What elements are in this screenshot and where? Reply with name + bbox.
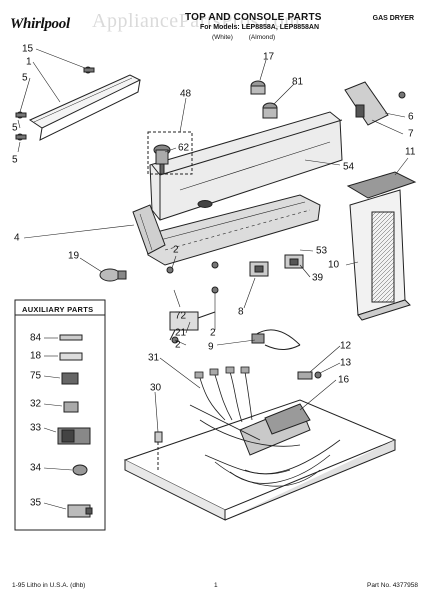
callout-number: 12 xyxy=(340,341,352,352)
callout-number: 31 xyxy=(148,353,160,364)
post-30 xyxy=(154,431,163,470)
harness-9 xyxy=(251,329,301,350)
callout-number: 39 xyxy=(312,273,324,284)
leader-lines xyxy=(17,48,409,433)
wiring-harness xyxy=(189,366,341,487)
aux-callout-number: 34 xyxy=(30,463,42,474)
callout-number: 2 xyxy=(173,245,179,256)
callout-number: 7 xyxy=(408,129,414,140)
appliance-type: GAS DRYER xyxy=(372,15,414,22)
callout-number: 72 xyxy=(175,311,187,322)
small-fasteners xyxy=(15,66,406,380)
callout-number: 5 xyxy=(12,123,18,134)
callout-number: 8 xyxy=(238,307,244,318)
aux-callout-number: 33 xyxy=(30,423,42,434)
callout-number: 13 xyxy=(340,358,352,369)
end-cap-left xyxy=(132,204,166,255)
callout-number: 9 xyxy=(208,342,214,353)
console-panel xyxy=(149,111,343,221)
variant-white: (White) xyxy=(212,34,233,41)
aux-callout-number: 18 xyxy=(30,351,42,362)
callout-number: 17 xyxy=(263,52,275,63)
callout-number: 48 xyxy=(180,89,192,100)
aux-callout-number: 84 xyxy=(30,333,42,344)
aux-callout-number: 32 xyxy=(30,399,42,410)
callout-number: 53 xyxy=(316,246,328,257)
color-variants: (White) (Almond) xyxy=(212,34,289,41)
part-number: Part No. 4377958 xyxy=(367,582,418,589)
auxiliary-parts-box xyxy=(14,299,106,531)
switches xyxy=(249,254,304,277)
callout-number: 11 xyxy=(405,147,416,158)
callout-number: 81 xyxy=(292,77,304,88)
callout-number: 1 xyxy=(26,57,32,68)
callout-number: 2 xyxy=(210,328,216,339)
model-numbers: For Models: LEP8858A, LEP8858AN xyxy=(200,24,320,31)
callout-number: 2 xyxy=(175,340,181,351)
print-info: 1-95 Litho in U.S.A. (dhb) xyxy=(12,582,86,589)
aux-callout-number: 75 xyxy=(30,371,42,382)
part-callouts: 15 1 5 5 5 48 62 17 81 54 6 7 11 4 2 53 … xyxy=(12,44,416,509)
diagram-title: TOP AND CONSOLE PARTS xyxy=(185,12,322,23)
callout-number: 4 xyxy=(14,233,20,244)
relay-72 xyxy=(169,311,216,341)
watermark: AppliancePartsPros.com xyxy=(92,10,301,32)
callout-number: 21 xyxy=(175,328,187,339)
variant-almond: (Almond) xyxy=(248,34,276,41)
dryer-top xyxy=(123,399,397,521)
callout-number: 62 xyxy=(178,143,190,154)
brand-logo: Whirlpool xyxy=(10,16,70,32)
callout-number: 15 xyxy=(22,44,34,55)
callout-number: 19 xyxy=(68,251,80,262)
callout-number: 16 xyxy=(338,375,350,386)
aux-leader-lines xyxy=(43,337,73,510)
end-cap-right xyxy=(344,81,389,126)
callout-number: 10 xyxy=(328,260,340,271)
aux-callout-number: 35 xyxy=(30,498,42,509)
page-number: 1 xyxy=(214,582,218,589)
callout-number: 5 xyxy=(22,73,28,84)
callout-number: 54 xyxy=(343,162,355,173)
callout-number: 6 xyxy=(408,112,414,123)
console-base xyxy=(144,194,321,266)
plug-19 xyxy=(99,268,127,282)
knobs xyxy=(250,80,278,119)
callout-number: 30 xyxy=(150,383,162,394)
rear-bracket xyxy=(28,74,142,141)
auxiliary-parts-title: AUXILIARY PARTS xyxy=(22,305,94,314)
lint-screen-housing xyxy=(346,171,417,321)
auxiliary-part-drawings xyxy=(57,334,93,518)
callout-number: 5 xyxy=(12,155,18,166)
